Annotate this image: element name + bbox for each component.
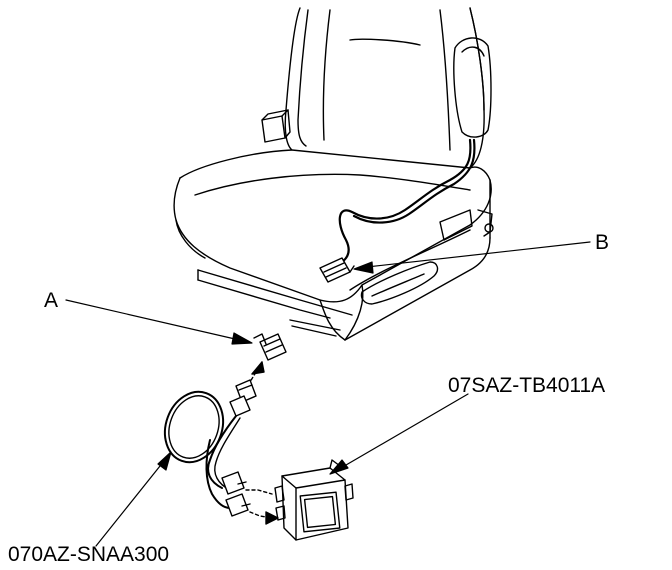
callout-label-b: B (595, 231, 610, 254)
seat-back (284, 7, 485, 169)
connection-dashed-ecu-2 (245, 489, 273, 495)
leader-tool-harness (95, 455, 169, 547)
seat-rails (197, 269, 353, 337)
tool-harness (163, 379, 257, 517)
connector-a (253, 333, 287, 361)
seat-cushion (173, 149, 492, 341)
arrowhead-tool-connector (329, 459, 349, 475)
arrowhead-a (231, 332, 253, 345)
callout-label-tool-harness: 070AZ-SNAA300 (8, 543, 170, 566)
connector-b (319, 257, 355, 283)
leader-tool-connector (333, 393, 469, 473)
leader-b (357, 241, 591, 269)
bolster-harness (338, 138, 476, 264)
callout-label-a: A (44, 289, 59, 312)
callout-leaders (65, 241, 591, 547)
seat-fixture-box (261, 109, 291, 143)
control-module (274, 459, 354, 541)
arrowhead-dashed-ecu (265, 511, 279, 525)
seat-side-cover (349, 209, 494, 305)
arrowhead-tool-harness (157, 451, 172, 471)
leader-a (65, 299, 249, 343)
side-bolster (453, 37, 492, 138)
callout-label-tool-connector: 07SAZ-TB4011A (448, 374, 606, 397)
arrowhead-b (353, 261, 374, 274)
arrowhead-dashed-a (251, 361, 265, 375)
